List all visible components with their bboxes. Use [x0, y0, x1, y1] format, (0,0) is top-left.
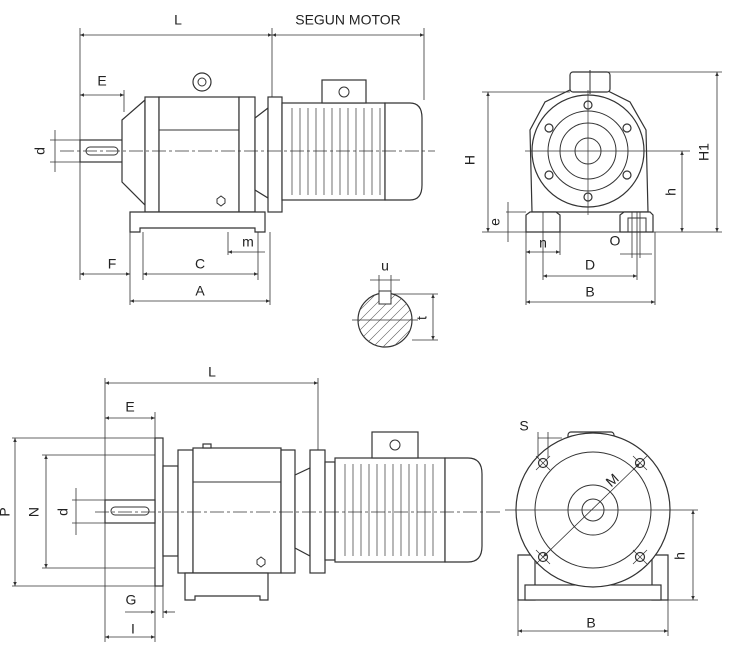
mounting-feet: [129, 211, 266, 233]
dim-B-label: B: [585, 284, 594, 300]
dim-H-label: H: [462, 155, 478, 165]
dim-G-label: G: [126, 592, 137, 608]
dim-L2-label: L: [208, 364, 216, 380]
dim-O-label: O: [610, 233, 621, 249]
segun-motor-label: SEGUN MOTOR: [295, 12, 401, 28]
motor-body: [281, 102, 386, 201]
dim-d2-label: d: [55, 508, 71, 516]
flange-mounted-end-view: M S B h: [505, 418, 698, 636]
dim-B2-label: B: [586, 615, 595, 631]
dim-E2-label: E: [125, 399, 134, 415]
dim-F-label: F: [108, 256, 117, 272]
dim-m-label: m: [242, 234, 254, 250]
dim-N-label: N: [26, 507, 42, 517]
dim-h2-label: h: [672, 552, 688, 560]
output-shaft-2: [104, 499, 156, 524]
dim-h-label: h: [663, 188, 679, 196]
dim-u-label: u: [381, 258, 389, 274]
motor-body-2: [334, 457, 446, 563]
foot-mounted-end-view: H H1 h e n O D B: [462, 70, 722, 305]
dim-P-label: P: [0, 507, 13, 516]
dim-D-label: D: [585, 257, 595, 273]
motor-fan-cover: [384, 102, 423, 201]
dim-d-label: d: [32, 147, 48, 155]
dim-t-label: t: [414, 316, 430, 320]
flange-mounted-side-view: L E P N d G I: [0, 364, 500, 642]
dim-I-label: I: [131, 621, 135, 637]
terminal-box: [321, 79, 367, 104]
reducer-housing: [158, 96, 240, 213]
dim-A-label: A: [195, 283, 205, 299]
dim-n-label: n: [539, 235, 547, 251]
shaft-key-section: u t: [352, 258, 438, 348]
terminal-box-2: [371, 431, 419, 459]
dim-E-label: E: [97, 73, 106, 89]
dim-C-label: C: [195, 256, 205, 272]
lifting-eye: [192, 72, 212, 92]
dim-H1-label: H1: [696, 143, 712, 161]
dim-S-label: S: [519, 418, 528, 434]
dim-L-label: L: [174, 12, 182, 28]
dim-e-label: e: [487, 218, 503, 226]
foot-mounted-side-view: L SEGUN MOTOR E d F C m A: [32, 12, 435, 305]
reducer-housing-2: [192, 447, 282, 574]
